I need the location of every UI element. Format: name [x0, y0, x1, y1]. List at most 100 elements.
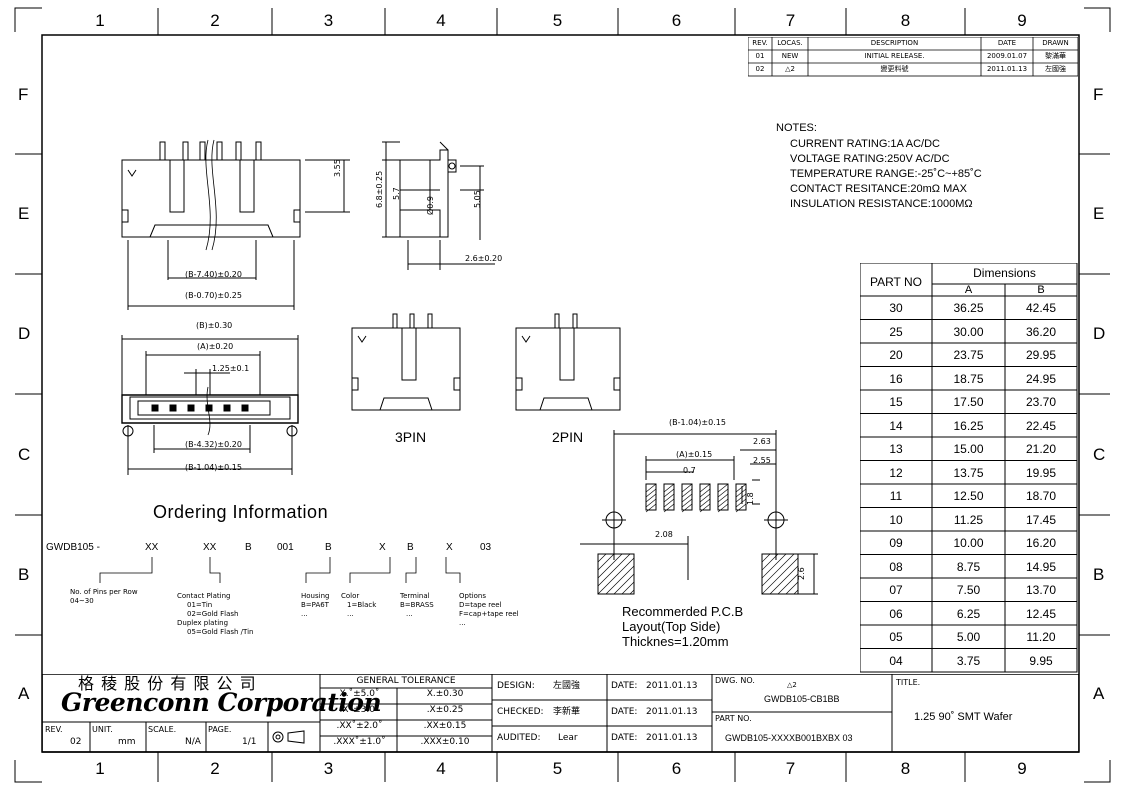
- pcb-hatch-line: [663, 488, 675, 498]
- plating-legend-line: 02=Gold Flash: [187, 610, 239, 618]
- dim-a-cell: 7.50: [956, 583, 981, 597]
- dim-a-cell: 11.25: [953, 512, 984, 527]
- order-code-part: 001: [277, 542, 294, 553]
- title-value: 1.25 90˚ SMT Wafer: [914, 711, 1013, 723]
- pcb-caption-line: Layout(Top Side): [622, 619, 721, 634]
- order-code-part: X: [379, 542, 386, 553]
- row-label-right: F: [1093, 84, 1104, 104]
- housing-legend-line: B=PA6T: [301, 601, 329, 609]
- locas-header: LOCAS.: [777, 39, 803, 47]
- order-code-prefix: GWDB105 -: [46, 542, 100, 553]
- description-cell: 變更料號: [880, 65, 909, 73]
- angle-tolerance: .X˚±3.0˚: [339, 705, 380, 715]
- options-legend-line: Options: [459, 592, 487, 600]
- front-and-side-view: [121, 139, 495, 310]
- dim-b-cell: 42.45: [1025, 301, 1057, 315]
- pcb-hatch-line: [699, 493, 711, 503]
- unit-value: mm: [118, 737, 136, 747]
- part-no-cell: 20: [889, 348, 903, 362]
- dim-pcb-18: 1.8: [746, 492, 755, 505]
- dim-b-070: (B-0.70)±0.25: [185, 291, 242, 300]
- pcb-hatch-line: [761, 557, 799, 595]
- pcb-hatch-line: [605, 565, 635, 595]
- ordering-title: Ordering Information: [153, 502, 329, 522]
- dim-plan-b432: (B-4.32)±0.20: [185, 440, 242, 449]
- row-label-right: A: [1093, 683, 1105, 703]
- terminal-legend-line: B=BRASS: [400, 601, 434, 609]
- pcb-hatch-line: [735, 488, 747, 498]
- color-legend-line: Color: [341, 592, 360, 600]
- column-label-bottom: 6: [671, 759, 682, 778]
- dim-a-cell: 15.00: [953, 442, 984, 456]
- dim-b-cell: 19.95: [1025, 465, 1057, 480]
- pcb-hatch-line: [793, 589, 799, 595]
- pcb-hatch-line: [613, 573, 635, 595]
- part-no-cell: 13: [889, 442, 903, 456]
- row-label-left: A: [18, 683, 30, 703]
- plating-legend-line: Contact Plating: [177, 592, 231, 600]
- dim-b-cell: 36.20: [1025, 324, 1057, 339]
- label-3pin: 3PIN: [395, 429, 427, 445]
- rev-cell: 02: [755, 65, 765, 73]
- part-no-cell: 10: [889, 512, 903, 527]
- part-no-cell: 16: [889, 371, 903, 386]
- pins-legend-line: 04~30: [70, 597, 94, 605]
- part-no-label: PART NO.: [715, 714, 752, 723]
- date-label: DATE:: [611, 707, 638, 717]
- dwg-no-label: DWG. NO.: [715, 676, 755, 685]
- description-header: DESCRIPTION: [870, 39, 919, 47]
- linear-tolerance: X.±0.30: [426, 689, 464, 699]
- scale-value: N/A: [185, 737, 201, 747]
- pcb-hatch-line: [777, 573, 799, 595]
- color-legend-line: 1=Black: [347, 601, 377, 609]
- col-a-header: A: [964, 284, 973, 296]
- housing-legend-line: Housing: [301, 592, 330, 600]
- pcb-hatch-line: [699, 503, 711, 513]
- pins-legend-line: No. of Pins per Row: [70, 588, 138, 596]
- pcb-hatch-line: [597, 553, 607, 563]
- revision-table: REV. LOCAS. DESCRIPTION DATE DRAWN 01 NE…: [748, 37, 1078, 77]
- column-label-top: 7: [785, 11, 796, 30]
- pcb-hatch-line: [735, 493, 747, 503]
- description-cell: INITIAL RELEASE.: [864, 52, 925, 60]
- dim-pcb-b104: (B-1.04)±0.15: [669, 418, 726, 427]
- column-label-top: 6: [671, 11, 682, 30]
- scale-label: SCALE.: [148, 725, 177, 734]
- row-label-left: D: [18, 324, 31, 343]
- unit-label: UNIT.: [92, 725, 113, 734]
- pcb-hatch-line: [629, 589, 635, 595]
- note-line: TEMPERATURE RANGE:-25˚C~+85˚C: [790, 168, 982, 180]
- order-code-part: 03: [480, 542, 492, 553]
- pcb-hatch-line: [717, 493, 729, 503]
- housing-legend-line: ...: [301, 610, 308, 618]
- pcb-hatch-line: [761, 553, 779, 571]
- pcb-hatch-line: [645, 488, 657, 498]
- title-block-grid: [42, 674, 1079, 753]
- date-label: DATE:: [611, 681, 638, 691]
- date-cell: 2009.01.07: [986, 52, 1028, 60]
- notes-title: NOTES:: [776, 122, 817, 134]
- angle-tolerance: .XX˚±2.0˚: [336, 721, 383, 731]
- options-legend-line: ...: [459, 619, 466, 627]
- col-b-header: B: [1037, 284, 1045, 296]
- part-no-cell: 08: [889, 559, 903, 574]
- dim-a-cell: 17.50: [953, 395, 984, 409]
- dwg-no-value: GWDB105-CB1BB: [764, 694, 840, 704]
- column-label-top: 9: [1017, 11, 1027, 30]
- angle-tolerance: .XXX˚±1.0˚: [333, 737, 386, 747]
- part-no-header: PART NO: [869, 275, 922, 289]
- color-legend-line: ...: [347, 610, 354, 618]
- pcb-hatch-line: [785, 581, 799, 595]
- linear-tolerance: .X±0.25: [426, 705, 464, 715]
- pcb-hatch-line: [597, 553, 623, 579]
- dim-plan-b104: (B-1.04)±0.15: [185, 463, 242, 472]
- dim-b-cell: 18.70: [1025, 489, 1057, 503]
- column-label-top: 8: [900, 11, 911, 30]
- audited-value: Lear: [558, 733, 578, 743]
- pcb-hatch-line: [717, 498, 729, 508]
- dim-b-cell: 14.95: [1025, 559, 1057, 574]
- pcb-hatch-line: [735, 498, 747, 508]
- pcb-hatch-line: [699, 498, 711, 508]
- plating-legend-line: Duplex plating: [177, 619, 229, 627]
